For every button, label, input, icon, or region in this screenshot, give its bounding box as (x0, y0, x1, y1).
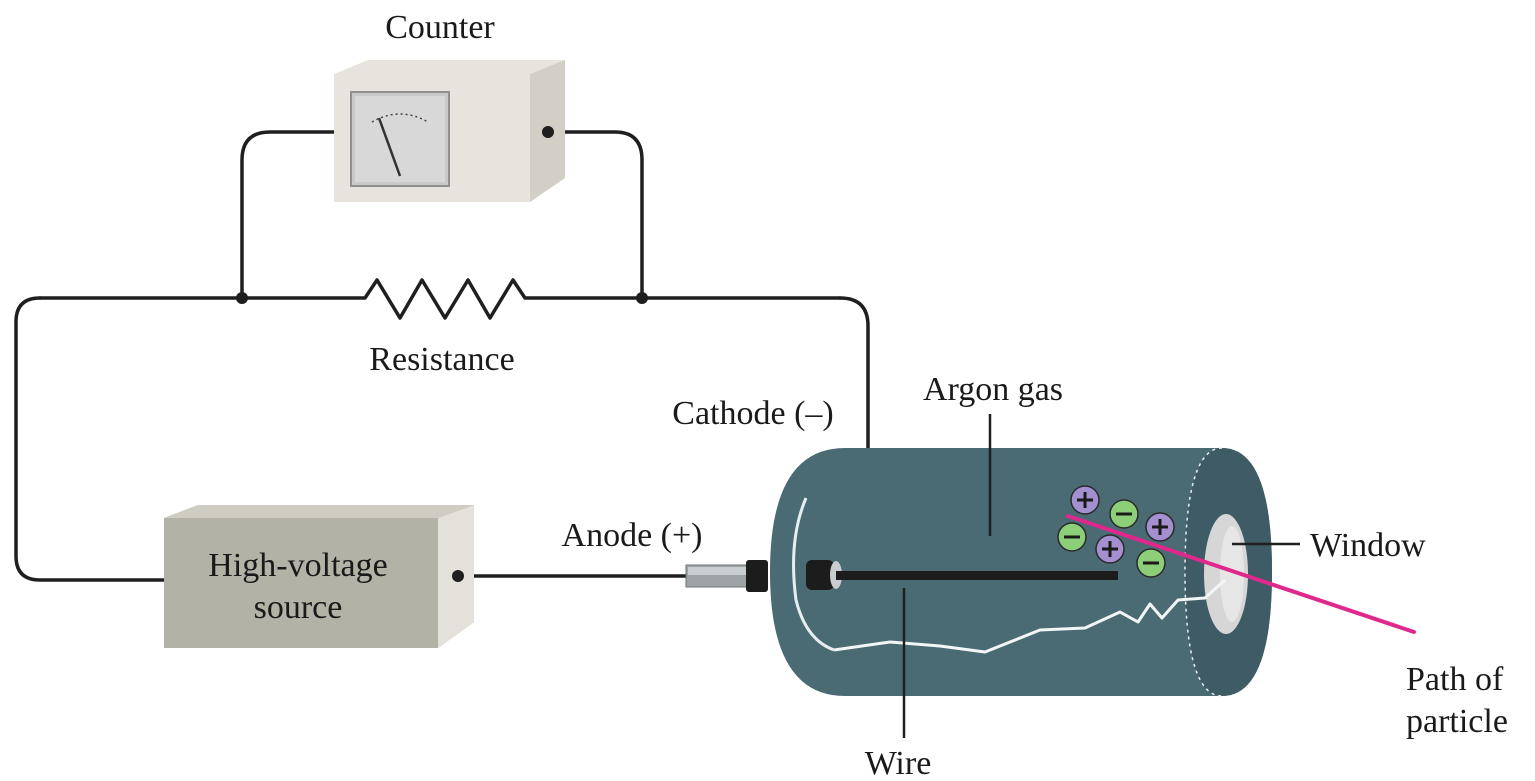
discharge-path (833, 578, 1227, 654)
resistance-label: Resistance (369, 341, 514, 378)
cathode-wire (838, 296, 870, 450)
counter-label: Counter (385, 9, 495, 46)
counter-loop-right-wire (546, 130, 644, 300)
source-label-line1: High-voltage (208, 547, 387, 584)
left-return-wire (14, 296, 167, 582)
source-label-line2: source (254, 589, 343, 626)
negative-ion-icon (1136, 548, 1166, 578)
argon-gas-label: Argon gas (923, 371, 1063, 408)
positive-ion-icon (1070, 485, 1100, 515)
geiger-tube (685, 447, 1272, 697)
positive-ion-icon (1145, 512, 1175, 542)
junction-dot (636, 292, 648, 304)
counter-loop-left-wire (240, 130, 336, 300)
negative-ion-icon (1109, 499, 1139, 529)
window-label: Window (1310, 527, 1426, 564)
labels: Counter Resistance Cathode (–) Argon gas… (208, 9, 1508, 781)
wire-label: Wire (865, 745, 932, 781)
anode-wire-inside-tube (836, 571, 1118, 580)
counter-box (334, 60, 565, 202)
cathode-label: Cathode (–) (672, 395, 833, 432)
path-of-particle-label-line2: particle (1406, 703, 1508, 740)
path-of-particle-label-line1: Path of (1406, 661, 1504, 698)
high-voltage-source-box (164, 505, 474, 648)
resistance-line (38, 278, 842, 320)
meter-needle-icon (377, 117, 402, 177)
circuit-wires (14, 130, 870, 582)
ions-cluster (1057, 485, 1175, 578)
junction-dot (236, 292, 248, 304)
particle-path-line (1066, 514, 1416, 634)
positive-ion-icon (1095, 534, 1125, 564)
leader-lines (902, 414, 1300, 738)
negative-ion-icon (1057, 522, 1087, 552)
anode-label: Anode (+) (562, 517, 703, 554)
